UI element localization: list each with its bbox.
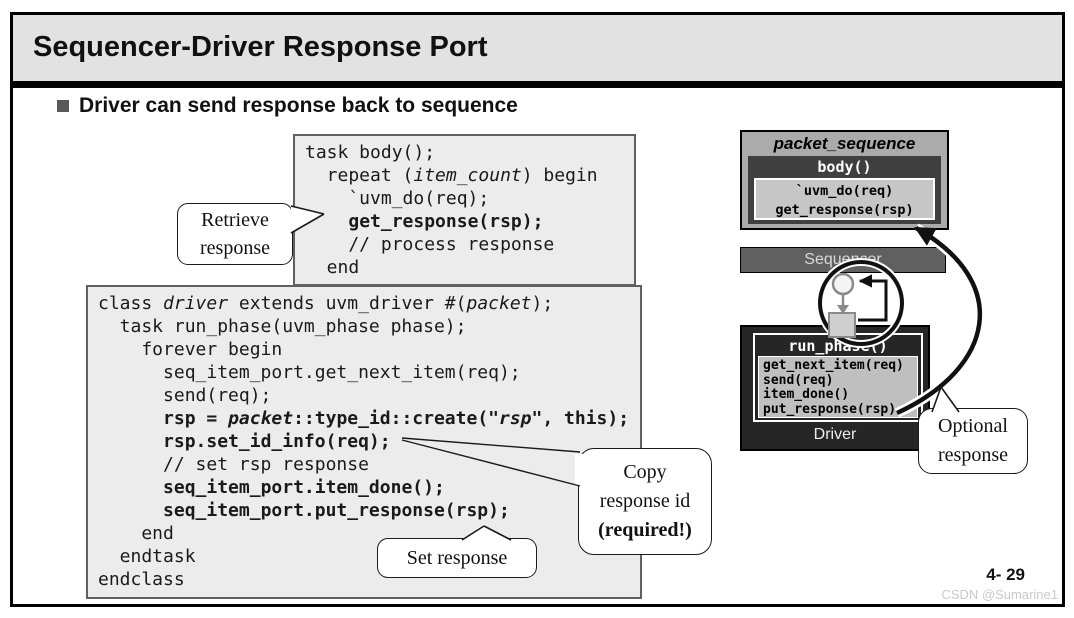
callout-optional-line2: response xyxy=(938,444,1008,466)
callout-retrieve-line1: Retrieve xyxy=(201,209,269,231)
bullet-text: Driver can send response back to sequenc… xyxy=(79,94,518,117)
driver-call-send: send(req) xyxy=(763,372,834,388)
title-band: Sequencer-Driver Response Port xyxy=(13,15,1062,88)
run-phase-method-label: run_phase() xyxy=(788,337,888,355)
sequence-call-uvm-do: `uvm_do(req) xyxy=(795,183,894,199)
code-block-sequence-body: task body(); repeat (item_count) begin `… xyxy=(293,134,636,286)
callout-retrieve-response: Retrieve response xyxy=(177,203,293,265)
packet-sequence-title: packet_sequence xyxy=(773,134,916,153)
callout-set-line1: Set response xyxy=(406,547,508,569)
callout-copy-response-id: Copy response id (required!) xyxy=(578,448,712,555)
driver-calls-box: get_next_item(req) send(req) item_done()… xyxy=(758,356,918,418)
page-number: 4- 29 xyxy=(986,565,1025,584)
bullet-square-icon xyxy=(57,100,69,112)
sequencer-label: Sequencer xyxy=(804,251,882,268)
callout-optional-line1: Optional xyxy=(938,415,1008,437)
bullet-item: Driver can send response back to sequenc… xyxy=(57,94,518,118)
callout-copy-line3: (required!) xyxy=(598,519,692,541)
callout-optional-response: Optional response xyxy=(918,408,1028,474)
code-block-driver-class: class driver extends uvm_driver #(packet… xyxy=(86,285,642,599)
sequence-calls-box: `uvm_do(req) get_response(rsp) xyxy=(754,178,935,220)
body-method-label: body() xyxy=(817,158,872,176)
driver-call-get-next-item: get_next_item(req) xyxy=(763,358,904,373)
sequencer-bar: Sequencer xyxy=(740,247,946,273)
callout-copy-line2: response id xyxy=(599,490,691,512)
callout-set-response: Set response xyxy=(377,538,537,578)
callout-copy-line1: Copy xyxy=(623,461,667,483)
callout-retrieve-line2: response xyxy=(200,237,270,259)
driver-label: Driver xyxy=(813,426,857,443)
sequence-call-get-response: get_response(rsp) xyxy=(775,202,914,218)
watermark: CSDN @Sumarine1 xyxy=(941,587,1058,602)
page-title: Sequencer-Driver Response Port xyxy=(33,31,488,63)
driver-call-put-response: put_response(rsp) xyxy=(763,401,897,417)
driver-call-item-done: item_done() xyxy=(763,387,850,402)
